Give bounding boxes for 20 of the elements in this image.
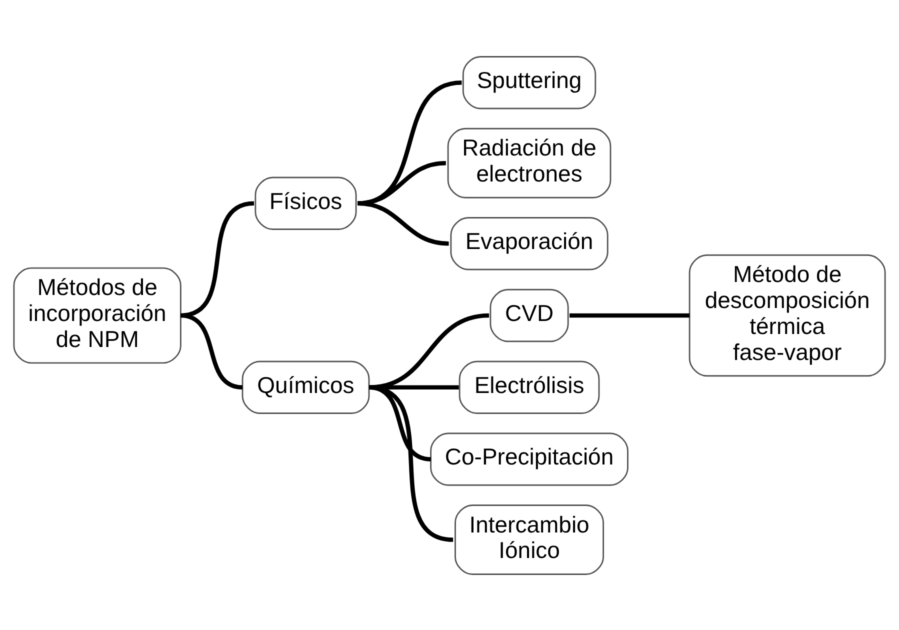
node-box: Evaporación [450,216,608,270]
connector [570,312,690,318]
node-box: Químicos [242,360,370,414]
connector [369,384,459,390]
node-box: CVD [490,288,569,342]
connector [180,312,243,389]
node-box: Intercambio Iónico [454,504,604,574]
node-box: Radiación de electrones [447,127,612,198]
connector [357,160,446,206]
connector [357,80,462,205]
node-box: Electrólisis [458,360,600,414]
connector [180,200,254,318]
node-box: Métodos de incorporación de NPM [13,266,182,364]
node-box: Físicos [254,176,357,230]
node-box: Co-Precipitación [430,432,628,486]
node-box: Método de descomposición térmica fase-vapor [688,254,886,376]
node-box: Sputtering [462,56,596,109]
connector [357,200,449,246]
connector [368,312,490,390]
connector [368,384,454,542]
